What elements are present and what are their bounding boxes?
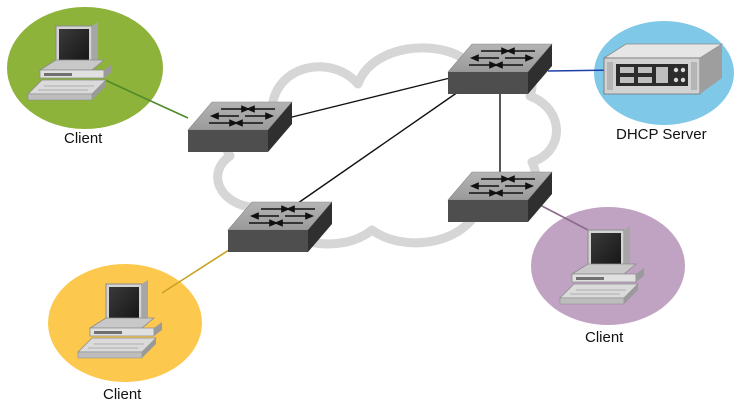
dhcp-server-icon [602, 43, 724, 95]
dhcp-server-label: DHCP Server [616, 126, 707, 143]
link-client-bottom-right [539, 204, 589, 231]
backbone-links [287, 77, 501, 211]
client-bottom-left-label: Client [103, 386, 142, 403]
client-bottom-right-label: Client [585, 329, 624, 346]
link-client-bottom-left [161, 247, 233, 294]
link-client-top-left [104, 79, 189, 119]
client-top-left-label: Client [64, 130, 103, 147]
